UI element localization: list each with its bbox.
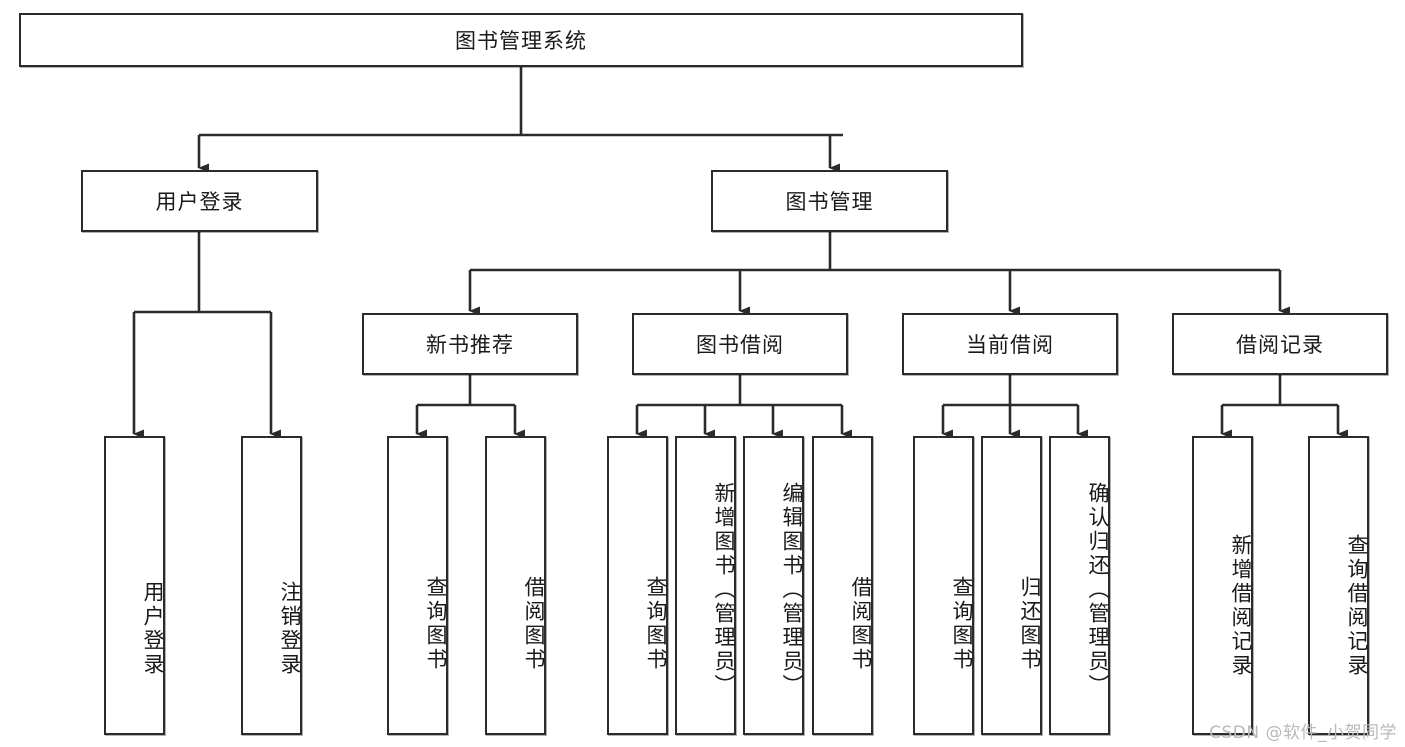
leaf-edit-book-label: 编辑图书（管理员） [780,481,804,698]
leaf-query-book-3-label: 查询图书 [950,575,974,672]
node-user-login[interactable]: 用户登录 [81,170,318,232]
node-book-borrow[interactable]: 图书借阅 [632,313,848,375]
node-borrow-record-label: 借阅记录 [1236,333,1324,357]
leaf-add-book[interactable]: 新增图书（管理员） [675,436,736,735]
node-current-borrow[interactable]: 当前借阅 [902,313,1118,375]
leaf-add-book-label: 新增图书（管理员） [712,481,736,698]
node-root-label: 图书管理系统 [455,29,587,53]
leaf-borrow-book-1-label: 借阅图书 [522,575,546,672]
node-new-book-recommend[interactable]: 新书推荐 [362,313,578,375]
node-root[interactable]: 图书管理系统 [19,13,1023,67]
leaf-return-book-label: 归还图书 [1018,575,1042,672]
leaf-user-login-label: 用户登录 [141,580,165,677]
leaf-query-book-1[interactable]: 查询图书 [387,436,448,735]
leaf-query-record-label: 查询借阅记录 [1345,533,1369,678]
node-user-login-label: 用户登录 [155,190,244,214]
leaf-query-record[interactable]: 查询借阅记录 [1308,436,1369,735]
node-new-book-recommend-label: 新书推荐 [426,333,514,357]
leaf-query-book-2-label: 查询图书 [644,575,668,672]
leaf-add-record[interactable]: 新增借阅记录 [1192,436,1253,735]
node-borrow-record[interactable]: 借阅记录 [1172,313,1388,375]
node-book-borrow-label: 图书借阅 [696,333,784,357]
leaf-add-record-label: 新增借阅记录 [1229,533,1253,678]
leaf-logout[interactable]: 注销登录 [241,436,302,735]
leaf-query-book-3[interactable]: 查询图书 [913,436,974,735]
leaf-user-login[interactable]: 用户登录 [104,436,165,735]
node-current-borrow-label: 当前借阅 [966,333,1054,357]
leaf-borrow-book-1[interactable]: 借阅图书 [485,436,546,735]
leaf-query-book-2[interactable]: 查询图书 [607,436,668,735]
leaf-borrow-book-2[interactable]: 借阅图书 [812,436,873,735]
leaf-confirm-return[interactable]: 确认归还（管理员） [1049,436,1110,735]
leaf-return-book[interactable]: 归还图书 [981,436,1042,735]
leaf-edit-book[interactable]: 编辑图书（管理员） [743,436,804,735]
leaf-logout-label: 注销登录 [278,580,302,677]
node-book-manage[interactable]: 图书管理 [711,170,948,232]
node-book-manage-label: 图书管理 [785,190,874,214]
leaf-query-book-1-label: 查询图书 [424,575,448,672]
leaf-confirm-return-label: 确认归还（管理员） [1086,481,1110,698]
leaf-borrow-book-2-label: 借阅图书 [849,575,873,672]
